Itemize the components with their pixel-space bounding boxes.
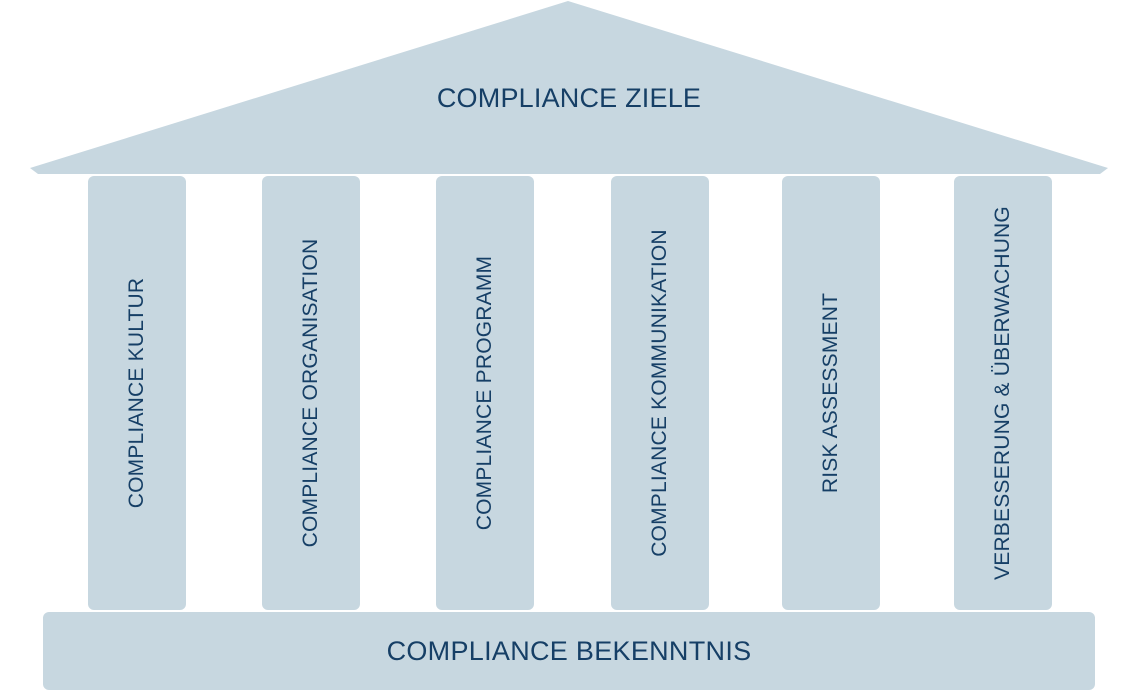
roof-shape [30, 1, 1108, 174]
roof-title: COMPLIANCE ZIELE [436, 83, 702, 113]
base-label: COMPLIANCE BEKENNTNIS [386, 635, 752, 666]
pillar-compliance-programm: COMPLIANCE PROGRAMM [436, 176, 534, 610]
pillar-label: VERBESSERUNG & ÜBERWACHUNG [991, 206, 1014, 580]
roof-triangle [30, 1, 1108, 174]
pillar-risk-assessment: RISK ASSESSMENT [782, 176, 880, 610]
pillar-compliance-organisation: COMPLIANCE ORGANISATION [262, 176, 360, 610]
pillar-compliance-kultur: COMPLIANCE KULTUR [88, 176, 186, 610]
pillar-label: COMPLIANCE KULTUR [125, 277, 148, 509]
pillar-label: COMPLIANCE KOMMUNIKATION [648, 229, 671, 557]
pillar-compliance-kommunikation: COMPLIANCE KOMMUNIKATION [611, 176, 709, 610]
pillar-verbesserung-ueberwachung: VERBESSERUNG & ÜBERWACHUNG [954, 176, 1052, 610]
pillar-label: RISK ASSESSMENT [819, 292, 842, 494]
pillar-label: COMPLIANCE PROGRAMM [473, 255, 496, 531]
foundation-base: COMPLIANCE BEKENNTNIS [43, 612, 1095, 690]
pillar-label: COMPLIANCE ORGANISATION [299, 238, 322, 548]
